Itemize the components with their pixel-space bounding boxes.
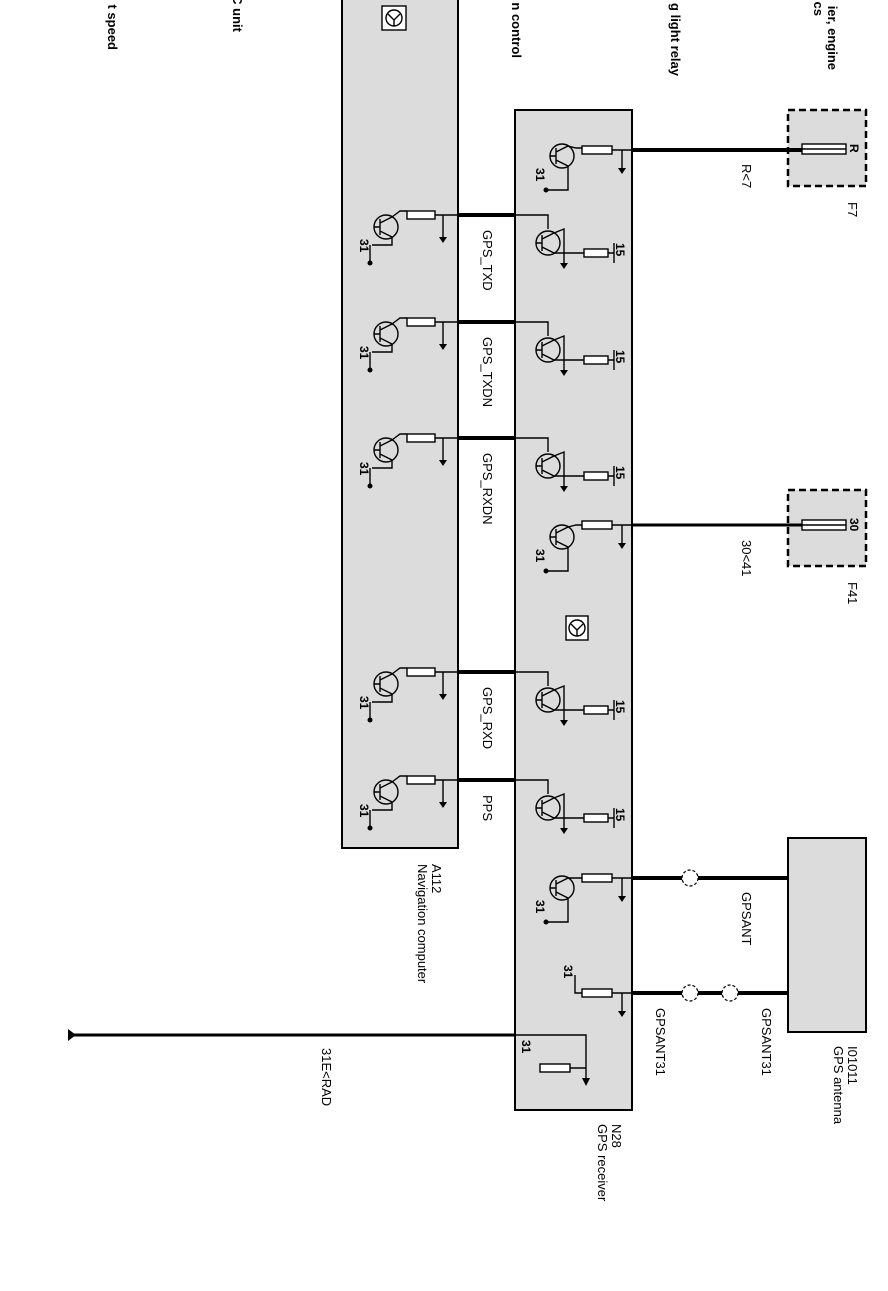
fuse-f7-pin: R	[847, 144, 861, 153]
gps-antenna-stage: 31	[533, 873, 632, 925]
supply-pin-label: 15	[613, 350, 627, 364]
gps-data-stage-1: 15	[515, 214, 627, 269]
gps-antenna-ground-stage: 31	[561, 965, 632, 1017]
gps-data-stage-4: 15	[515, 671, 627, 726]
gps-ground-stage: 31	[515, 1034, 590, 1086]
nav-stage-1: 31	[357, 210, 458, 266]
cropped-label-cs: cs	[811, 2, 826, 16]
navigation-computer-name: Navigation computer	[415, 864, 430, 984]
ground-pin-label: 31	[533, 900, 547, 914]
nav-stage-3: 31	[357, 433, 458, 489]
ground-wire: 31E<RAD	[68, 1029, 515, 1106]
component-captions: A112 Navigation computer N28 GPS receive…	[415, 864, 624, 1202]
connector-gpsant	[681, 869, 699, 887]
cropped-labels: t speed C unit n control g light relay i…	[105, 0, 840, 77]
wire-label-gps-txdn: GPS_TXDN	[480, 337, 495, 407]
gps-power-stage-30: 31	[533, 520, 632, 574]
ground-pin-label: 31	[519, 1040, 533, 1054]
gps-receiver-id: N28	[609, 1124, 624, 1148]
gps-antenna-name: GPS antenna	[831, 1046, 846, 1125]
navigation-computer-id: A112	[429, 864, 444, 893]
fuse-f7-id: F7	[845, 202, 860, 217]
gps-power-stage-r: 31	[533, 143, 632, 193]
supply-pin-label: 15	[613, 808, 627, 822]
cropped-label-unit: C unit	[230, 0, 245, 33]
fuse-f7: R F7 R<7	[632, 108, 868, 217]
ground-pin-label: 31	[357, 696, 371, 710]
cropped-label-speed: t speed	[105, 4, 120, 50]
wire-label-gps-rxd: GPS_RXD	[480, 687, 495, 749]
gps-receiver-name: GPS receiver	[595, 1124, 610, 1202]
gps-receiver-input-stages: 31 31 31 31	[515, 143, 632, 1086]
connector-gpsant31-b	[721, 984, 739, 1002]
wire-label-gpsant31-antenna: GPSANT31	[759, 1008, 774, 1076]
gps-antenna: GPSANT GPSANT31 GPSANT31 I01011 GPS ante…	[632, 837, 867, 1125]
wire-label-r7: R<7	[739, 164, 754, 188]
wire-label-pps: PPS	[480, 795, 495, 821]
navigation-computer-stages: 31 31 31	[357, 210, 458, 831]
wire-label-gpsant: GPSANT	[739, 892, 754, 946]
supply-pin-label: 15	[613, 466, 627, 480]
supply-pin-label: 15	[613, 243, 627, 257]
fuse-f41: 30 F41 30<41	[632, 488, 868, 604]
nav-stage-4: 31	[357, 667, 458, 723]
ground-pin-label: 31	[357, 462, 371, 476]
cropped-label-relay: g light relay	[668, 3, 683, 77]
gps-data-stage-5: 15	[515, 779, 627, 834]
gps-antenna-id: I01011	[845, 1046, 860, 1085]
ground-pin-label: 31	[533, 168, 547, 182]
supply-pin-label: 15	[613, 700, 627, 714]
wire-label-gpsant31-receiver: GPSANT31	[653, 1008, 668, 1076]
ground-pin-label: 31	[357, 346, 371, 360]
nav-stage-2: 31	[357, 317, 458, 373]
ground-pin-label: 31	[357, 804, 371, 818]
gps-data-stage-3: 15	[515, 437, 627, 492]
ground-pin-label: 31	[561, 965, 575, 979]
gps-receiver-data-stages: 15 15 15 15	[515, 214, 627, 834]
data-bus-wires: GPS_TXD GPS_TXDN GPS_RXDN GPS_RXD PPS	[458, 213, 515, 821]
wire-label-gps-rxdn: GPS_RXDN	[480, 453, 495, 525]
gps-data-stage-2: 15	[515, 321, 627, 376]
wire-label-30-41: 30<41	[739, 540, 754, 577]
fuse-f41-id: F41	[845, 582, 860, 604]
navigation-computer-box	[341, 0, 459, 849]
nav-stage-5: 31	[357, 775, 458, 831]
ground-pin-label: 31	[357, 239, 371, 253]
ground-pin-label: 31	[533, 549, 547, 563]
wire-label-gps-txd: GPS_TXD	[480, 230, 495, 291]
fuse-f41-pin: 30	[847, 518, 861, 532]
cropped-label-control: n control	[509, 2, 524, 58]
gps-receiver-box	[514, 109, 633, 1111]
connector-gpsant31-a	[681, 984, 699, 1002]
cropped-label-engine: ier, engine	[825, 6, 840, 70]
wire-label-31e-rad: 31E<RAD	[319, 1048, 334, 1106]
